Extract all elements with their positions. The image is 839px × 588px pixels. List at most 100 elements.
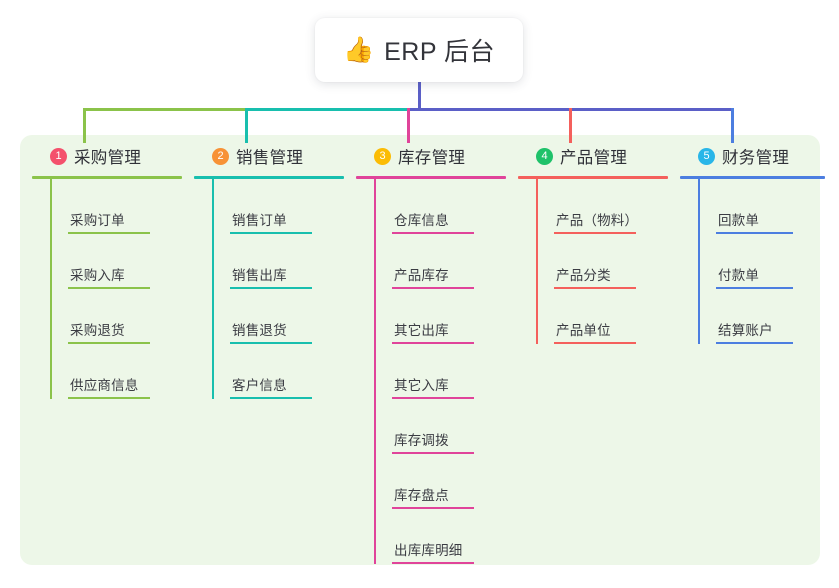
branch-header-rule xyxy=(194,176,344,179)
branch-item-label: 付款单 xyxy=(718,268,760,283)
branch-item-label: 仓库信息 xyxy=(394,213,449,228)
branch-item-rule xyxy=(554,342,636,344)
branch-item[interactable]: 采购入库 xyxy=(50,234,182,289)
branch-item-rule xyxy=(554,287,636,289)
connector-root-stem xyxy=(418,82,421,111)
branch-item-label: 销售订单 xyxy=(232,213,287,228)
branch-item[interactable]: 产品分类 xyxy=(536,234,668,289)
branch-item-rule xyxy=(716,287,793,289)
branch-item-label: 客户信息 xyxy=(232,378,287,393)
branch-header-rule xyxy=(518,176,668,179)
branch-item-rule xyxy=(716,342,793,344)
branch-item-label: 结算账户 xyxy=(718,323,773,338)
branch-item[interactable]: 采购退货 xyxy=(50,289,182,344)
root-node-title: ERP 后台 xyxy=(384,38,496,66)
branch-item-list: 销售订单销售出库销售退货客户信息 xyxy=(194,179,344,399)
branch-item-label: 出库库明细 xyxy=(394,543,463,558)
branch-title: 采购管理 xyxy=(74,149,142,167)
branch-item-label: 其它入库 xyxy=(394,378,449,393)
branch-item[interactable]: 销售出库 xyxy=(212,234,344,289)
branch-item-rule xyxy=(392,397,474,399)
branch-header[interactable]: 4 产品管理 xyxy=(518,143,668,169)
branch-item-rule xyxy=(230,342,312,344)
branch-item[interactable]: 回款单 xyxy=(698,179,825,234)
branch-column-产品管理: 4 产品管理产品（物料） 产品分类产品单位 xyxy=(518,143,668,344)
branch-column-库存管理: 3 库存管理仓库信息产品库存其它出库其它入库库存调拨库存盘点出库库明细 xyxy=(356,143,506,564)
branch-item-rule xyxy=(392,562,474,564)
connector-bus-segment xyxy=(84,108,246,111)
branch-header-rule xyxy=(680,176,825,179)
branch-title: 销售管理 xyxy=(236,149,304,167)
branch-item-rule xyxy=(716,232,793,234)
branch-item[interactable]: 销售退货 xyxy=(212,289,344,344)
root-node[interactable]: 👍 ERP 后台 xyxy=(315,18,523,82)
branch-header-rule xyxy=(32,176,182,179)
branch-item[interactable]: 出库库明细 xyxy=(374,509,506,564)
branch-item-label: 产品单位 xyxy=(556,323,611,338)
branch-item[interactable]: 产品单位 xyxy=(536,289,668,344)
branch-item[interactable]: 客户信息 xyxy=(212,344,344,399)
branch-spine xyxy=(536,179,538,344)
branch-item-rule xyxy=(230,232,312,234)
branch-item-rule xyxy=(68,287,150,289)
branch-item[interactable]: 库存盘点 xyxy=(374,454,506,509)
branch-item-label: 产品（物料） xyxy=(556,213,639,228)
branch-item-rule xyxy=(392,342,474,344)
branch-item-label: 采购退货 xyxy=(70,323,125,338)
branch-item[interactable]: 采购订单 xyxy=(50,179,182,234)
branch-item[interactable]: 供应商信息 xyxy=(50,344,182,399)
branch-item[interactable]: 库存调拨 xyxy=(374,399,506,454)
branch-item-label: 采购订单 xyxy=(70,213,125,228)
branch-number-badge: 3 xyxy=(374,147,391,165)
branch-item-rule xyxy=(68,397,150,399)
branch-number-badge: 5 xyxy=(698,147,715,165)
branch-header[interactable]: 3 库存管理 xyxy=(356,143,506,169)
branch-item-label: 其它出库 xyxy=(394,323,449,338)
branch-item[interactable]: 付款单 xyxy=(698,234,825,289)
branch-item-list: 产品（物料） 产品分类产品单位 xyxy=(518,179,668,344)
branch-item-rule xyxy=(392,452,474,454)
branch-number-badge: 4 xyxy=(536,147,553,165)
branch-item-label: 库存调拨 xyxy=(394,433,449,448)
branch-item[interactable]: 其它出库 xyxy=(374,289,506,344)
branch-item-rule xyxy=(230,287,312,289)
connector-branch-stem xyxy=(83,108,86,143)
branch-item[interactable]: 产品（物料） xyxy=(536,179,668,234)
branch-item[interactable]: 其它入库 xyxy=(374,344,506,399)
branch-item-list: 回款单付款单结算账户 xyxy=(680,179,825,344)
branch-item-label: 产品分类 xyxy=(556,268,611,283)
branch-header-rule xyxy=(356,176,506,179)
branch-title: 库存管理 xyxy=(398,149,466,167)
branch-spine xyxy=(698,179,700,344)
branch-item-label: 供应商信息 xyxy=(70,378,139,393)
branch-item[interactable]: 销售订单 xyxy=(212,179,344,234)
branch-title: 产品管理 xyxy=(560,149,628,167)
branch-item-label: 产品库存 xyxy=(394,268,449,283)
branch-item-rule xyxy=(68,342,150,344)
branch-item-label: 库存盘点 xyxy=(394,488,449,503)
connector-bus-segment xyxy=(408,108,419,111)
branch-item-list: 仓库信息产品库存其它出库其它入库库存调拨库存盘点出库库明细 xyxy=(356,179,506,564)
branches-panel xyxy=(20,135,820,565)
branch-item[interactable]: 产品库存 xyxy=(374,234,506,289)
branch-item[interactable]: 仓库信息 xyxy=(374,179,506,234)
branch-item-rule xyxy=(230,397,312,399)
branch-item[interactable]: 结算账户 xyxy=(698,289,825,344)
branch-item-rule xyxy=(554,232,636,234)
branch-item-rule xyxy=(392,287,474,289)
branch-spine xyxy=(50,179,52,399)
connector-branch-stem xyxy=(407,108,410,143)
branch-item-label: 销售退货 xyxy=(232,323,287,338)
connector-branch-stem xyxy=(731,108,734,143)
branch-item-label: 采购入库 xyxy=(70,268,125,283)
connector-bus-segment xyxy=(246,108,408,111)
connector-branch-stem xyxy=(245,108,248,143)
connector-bus-segment xyxy=(419,108,732,111)
